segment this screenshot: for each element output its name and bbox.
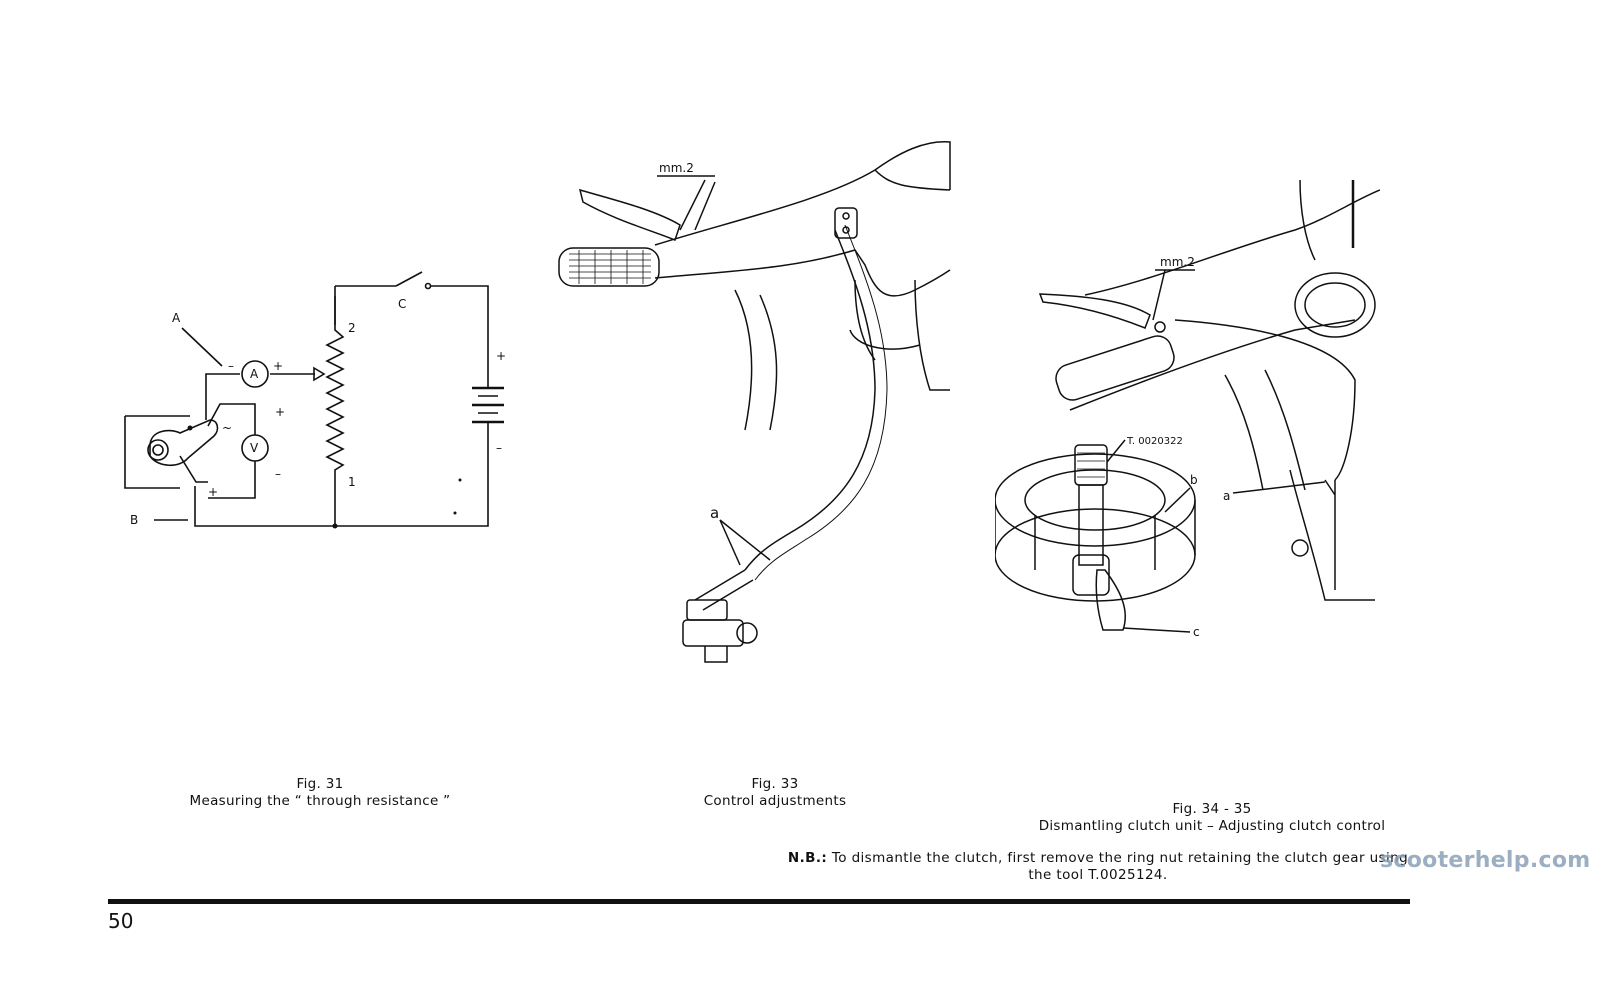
fig34-gap-label: mm.2 [1160, 255, 1195, 269]
fig34-tool-label: T. 0020322 [1126, 436, 1183, 447]
fig34-35-clutch-illustration: mm.2 T. 0020322 a b c [995, 179, 1380, 639]
fig34-35-caption: Fig. 34 - 35 Dismantling clutch unit – A… [1010, 801, 1414, 835]
fig31-ac-symbol: ~ [222, 421, 232, 435]
fig33-handlebar-illustration: mm.2 a [558, 141, 951, 663]
fig31-caption: Fig. 31 Measuring the “ through resistan… [150, 776, 490, 810]
fig31-label-b: B [130, 513, 138, 527]
fig31-label-a: A [172, 311, 181, 325]
fig33-number: Fig. 33 [751, 776, 799, 792]
fig31-volt-minus: – [275, 467, 281, 481]
fig31-tap-2: 2 [348, 321, 356, 335]
fig31-volt-plus: + [275, 405, 285, 419]
fig33-caption: Fig. 33 Control adjustments [650, 776, 900, 810]
fig31-battery-plus: + [496, 349, 506, 363]
fig31-device-plus: + [208, 485, 218, 499]
fig31-voltmeter-label: V [250, 441, 259, 455]
fig34-label-b: b [1190, 473, 1198, 487]
fig33-gap-label: mm.2 [659, 161, 694, 175]
nb-text: To dismantle the clutch, first remove th… [827, 850, 1409, 883]
fig34-label-c: c [1193, 625, 1200, 639]
nb-prefix: N.B.: [787, 850, 828, 866]
page-number: 50 [108, 909, 134, 933]
fig31-ammeter-plus: + [273, 359, 283, 373]
fig31-label-c: C [398, 297, 406, 311]
fig33-caption-text: Control adjustments [703, 793, 847, 809]
fig31-ammeter-minus: – [228, 359, 234, 373]
fig31-circuit-diagram: A B C A V 2 1 – + + – ~ + + – [124, 271, 506, 529]
fig31-battery-minus: – [496, 441, 502, 455]
fig31-tap-1: 1 [348, 475, 356, 489]
fig33-label-a: a [710, 504, 719, 522]
footer-rule [108, 899, 1410, 904]
fig34-35-number: Fig. 34 - 35 [1172, 801, 1252, 817]
fig31-caption-text: Measuring the “ through resistance ” [189, 793, 451, 809]
fig31-ammeter-label: A [250, 367, 259, 381]
fig31-number: Fig. 31 [296, 776, 344, 792]
nb-note: N.B.: To dismantle the clutch, first rem… [782, 850, 1414, 884]
fig34-label-a: a [1223, 489, 1230, 503]
site-watermark: scooterhelp.com [1380, 848, 1591, 873]
fig34-35-caption-text: Dismantling clutch unit – Adjusting clut… [1038, 818, 1386, 834]
